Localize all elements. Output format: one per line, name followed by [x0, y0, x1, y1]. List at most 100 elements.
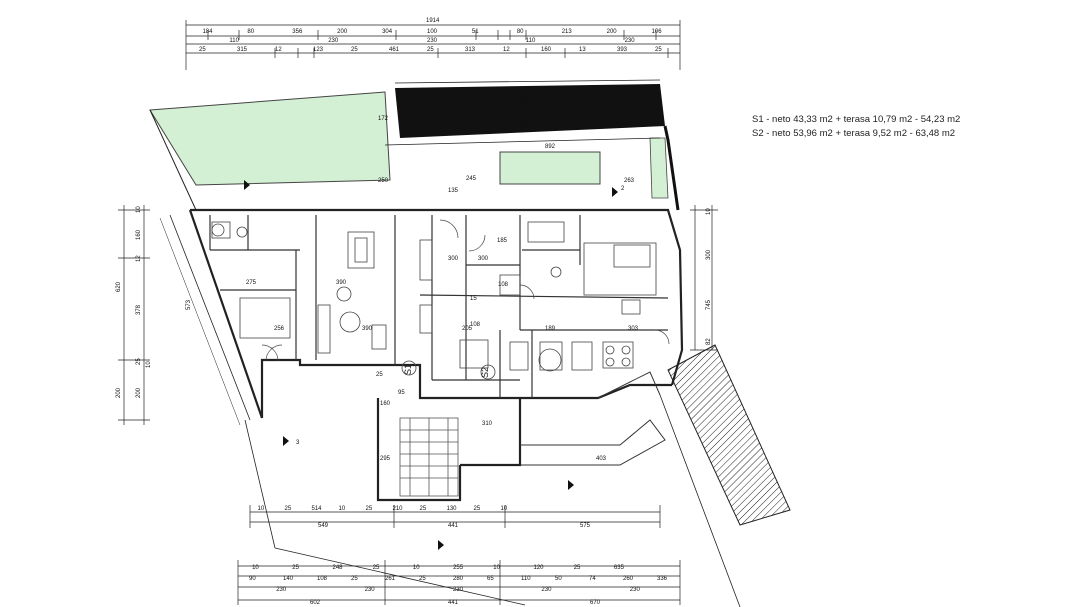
area-legend: S1 - neto 43,33 m2 + terasa 10,79 m2 - 5…: [752, 113, 960, 141]
left-dim-label: 12: [136, 255, 142, 262]
left-dim-label: 620: [116, 281, 122, 292]
top-dim-label: 356: [292, 29, 303, 35]
bottom-dimension-lines: [237, 505, 681, 605]
bottom-dim-label: 10: [252, 565, 259, 571]
top-dimension-lines: [185, 20, 681, 70]
top-dim-label: 80: [247, 29, 254, 35]
terrace-outlines: [520, 371, 666, 466]
top-dim-label: 12: [503, 47, 510, 53]
roof-area: [395, 84, 665, 138]
bottom-dim-label: 230: [276, 587, 287, 593]
bottom-dim-label: 10: [258, 506, 265, 512]
top-dim-label: 304: [382, 29, 393, 35]
dim-total: 1914: [426, 18, 440, 24]
bottom-dim-label: 248: [333, 565, 344, 571]
inner-dim-label: 185: [497, 238, 508, 244]
interior-walls: [209, 215, 669, 398]
top-dim-label: 110: [526, 38, 536, 44]
bottom-dim-label: 108: [317, 576, 328, 582]
inner-dim-label: 303: [628, 326, 639, 332]
left-dim-label: 10: [136, 206, 142, 213]
bottom-dim-label: 10: [413, 565, 420, 571]
left-dim-label: 160: [136, 229, 142, 240]
inner-dim-label: 205: [462, 326, 473, 332]
legend-s1: S1 - neto 43,33 m2 + terasa 10,79 m2 - 5…: [752, 114, 961, 125]
left-dim-label: 378: [136, 304, 142, 315]
bottom-dim-label: 230: [541, 587, 552, 593]
left-dim-label: 200: [136, 387, 142, 398]
bottom-dim-label: 230: [630, 587, 641, 593]
top-dim-label: 315: [237, 47, 248, 53]
inner-dim-label: 275: [246, 280, 257, 286]
bottom-dim-label: 635: [614, 565, 625, 571]
left-dim-label: 573: [186, 299, 192, 310]
top-dim-label: 13: [579, 47, 586, 53]
bottom-dim-label: 230: [453, 587, 464, 593]
top-dim-label: 25: [427, 47, 434, 53]
inner-dim-label: 256: [274, 326, 285, 332]
inner-dim-label: 892: [545, 144, 556, 150]
top-dim-label: 313: [465, 47, 476, 53]
staircase: [399, 417, 459, 497]
pool: [499, 151, 601, 185]
building-walls: [188, 208, 684, 502]
bottom-dim-label: 441: [448, 600, 459, 606]
left-dim-label: 25: [136, 358, 142, 365]
top-dim-label: 25: [199, 47, 206, 53]
inner-dim-label: 245: [466, 176, 477, 182]
door-swings: [261, 219, 670, 362]
bottom-dim-label: 261: [385, 576, 396, 582]
inner-dim-label: 300: [448, 256, 459, 262]
right-dim-label: 82: [706, 338, 712, 345]
inner-dim-label: 172: [378, 116, 389, 122]
top-dim-label: 160: [541, 47, 552, 53]
inner-dim-label: 189: [545, 326, 556, 332]
bottom-dim-label: 10: [339, 506, 346, 512]
bottom-dim-label: 130: [447, 506, 458, 512]
legend-s2: S2 - neto 53,96 m2 + terasa 9,52 m2 - 63…: [752, 128, 956, 139]
left-dim-label: 200: [116, 387, 122, 398]
inner-dim-label: 108: [498, 282, 509, 288]
left-dim-label: 10: [146, 361, 152, 368]
section-markers: [244, 180, 618, 550]
right-dim-label: 300: [706, 249, 712, 260]
inner-dim-label: 15: [470, 296, 477, 302]
bottom-dim-label: 575: [580, 523, 591, 529]
bottom-dim-label: 230: [365, 587, 376, 593]
inner-dim-label: 310: [482, 421, 493, 427]
inner-dim-label: 95: [398, 390, 405, 396]
top-dim-label: 51: [472, 29, 479, 35]
inner-dim-label: 108: [470, 322, 481, 328]
right-dimension-lines: [690, 205, 718, 351]
bottom-dim-label: 280: [453, 576, 464, 582]
top-dim-label: 200: [607, 29, 618, 35]
bottom-dim-label: 25: [373, 565, 380, 571]
hatched-ramp: [667, 344, 791, 526]
bottom-dim-label: 50: [555, 576, 562, 582]
inner-dim-label: 390: [362, 326, 373, 332]
inner-dim-label: 300: [478, 256, 489, 262]
unit-label-s2: S2: [480, 367, 490, 378]
inner-dim-label: 263: [624, 178, 635, 184]
inner-dim-label: 25: [376, 372, 383, 378]
inner-dim-label: 403: [596, 456, 607, 462]
top-dim-label: 80: [517, 29, 524, 35]
left-dimension-labels: 10 160 12 620 378 25 10 200 200 573: [116, 206, 192, 398]
inner-dim-label: 3: [296, 440, 300, 446]
bottom-dim-label: 25: [366, 506, 373, 512]
bottom-dim-label: 120: [534, 565, 545, 571]
bottom-dim-label: 25: [574, 565, 581, 571]
bottom-dim-label: 25: [285, 506, 292, 512]
top-dim-label: 461: [389, 47, 400, 53]
bottom-dim-label: 74: [589, 576, 596, 582]
top-dim-label: 25: [655, 47, 662, 53]
left-dimension-lines: [118, 205, 150, 425]
bottom-dim-label: 10: [493, 565, 500, 571]
top-dim-label: 106: [652, 29, 663, 35]
